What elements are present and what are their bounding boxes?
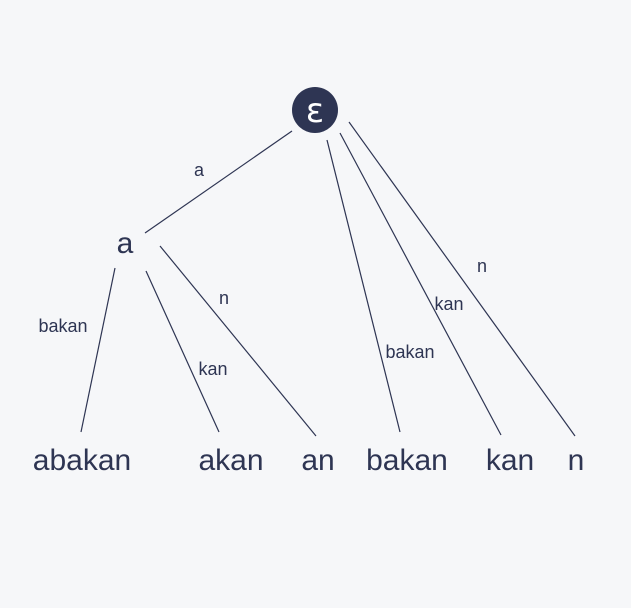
root-node: ε xyxy=(292,87,338,133)
root-node-circle xyxy=(292,87,338,133)
leaf-bakan: bakan xyxy=(366,444,448,477)
edge-a-to-abakan xyxy=(80,267,116,433)
leaf-an: an xyxy=(301,444,334,477)
edge-a-to-akan xyxy=(145,270,220,433)
leaf-n: n xyxy=(568,444,585,477)
edge-label-root-to-n: n xyxy=(477,256,487,276)
edge-root-to-a xyxy=(144,130,293,234)
edge-label-root-to-a: a xyxy=(194,160,205,180)
edge-root-to-bakan xyxy=(326,139,401,433)
edge-label-a-to-abakan: bakan xyxy=(38,316,87,336)
edge-root-to-kan xyxy=(339,132,502,436)
edge-a-to-an xyxy=(159,245,317,437)
edge-root-to-n xyxy=(348,121,576,437)
leaf-akan: akan xyxy=(198,444,263,477)
edge-label-root-to-kan: kan xyxy=(434,294,463,314)
edge-label-root-to-bakan: bakan xyxy=(385,342,434,362)
leaf-kan: kan xyxy=(486,444,534,477)
edge-label-a-to-akan: kan xyxy=(198,359,227,379)
edge-label-a-to-an: n xyxy=(219,288,229,308)
root-node-label: ε xyxy=(306,91,324,131)
leaf-abakan: abakan xyxy=(33,444,131,477)
internal-node-a: a xyxy=(117,227,134,260)
